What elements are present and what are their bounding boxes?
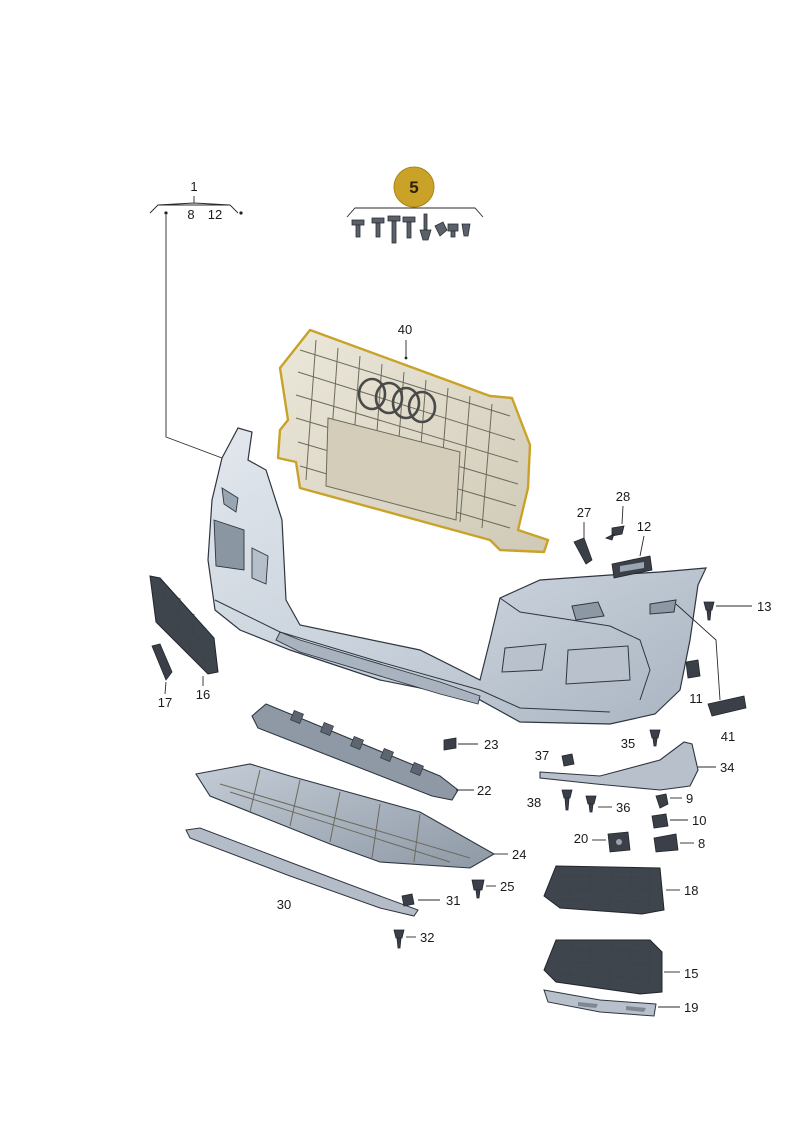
clip-37[interactable]: 37 xyxy=(535,748,575,767)
cover-cap-41[interactable]: 41 xyxy=(675,603,747,744)
label-27[interactable]: 27 xyxy=(577,505,591,520)
label-10[interactable]: 10 xyxy=(692,813,706,828)
clip-10[interactable]: 10 xyxy=(651,813,706,829)
label-38[interactable]: 38 xyxy=(527,795,541,810)
label-32[interactable]: 32 xyxy=(420,930,434,945)
screw-9[interactable]: 9 xyxy=(655,791,693,809)
screw-23[interactable]: 23 xyxy=(443,737,498,752)
mount-bracket-27[interactable]: 27 xyxy=(573,505,593,565)
label-28[interactable]: 28 xyxy=(616,489,630,504)
nut-icon xyxy=(447,223,459,238)
group-1-bracket: 1 8 12 xyxy=(149,179,243,459)
label-31[interactable]: 31 xyxy=(446,893,460,908)
screw-13[interactable]: 13 xyxy=(703,599,771,621)
clip-11[interactable]: 11 xyxy=(685,659,703,706)
screw-32[interactable]: 32 xyxy=(393,929,434,949)
label-8[interactable]: 8 xyxy=(187,207,194,222)
badge-number: 5 xyxy=(409,178,418,197)
label-11[interactable]: 11 xyxy=(689,691,703,706)
label-8b[interactable]: 8 xyxy=(698,836,705,851)
label-16[interactable]: 16 xyxy=(196,687,210,702)
label-20[interactable]: 20 xyxy=(574,831,588,846)
label-35[interactable]: 35 xyxy=(621,736,635,751)
label-23[interactable]: 23 xyxy=(484,737,498,752)
badge-circle[interactable] xyxy=(393,166,435,208)
label-12[interactable]: 12 xyxy=(637,519,651,534)
clip-icon xyxy=(434,221,448,237)
label-18[interactable]: 18 xyxy=(684,883,698,898)
screw-icon xyxy=(402,216,416,239)
trim-strip-34[interactable]: 34 xyxy=(539,741,734,791)
guide-rail-22[interactable]: 22 xyxy=(251,703,491,801)
screw-28[interactable]: 28 xyxy=(604,489,630,541)
stud-icon xyxy=(419,213,432,241)
label-13[interactable]: 13 xyxy=(757,599,771,614)
fog-grille-18[interactable]: 18 xyxy=(543,865,698,915)
label-41[interactable]: 41 xyxy=(721,729,735,744)
bracket-20[interactable]: 20 xyxy=(574,831,631,853)
clip-31[interactable]: 31 xyxy=(401,893,460,908)
screw-group-5: 5 xyxy=(346,166,484,244)
audi-rings-logo xyxy=(357,377,437,424)
label-40[interactable]: 40 xyxy=(398,322,412,337)
underbody-tray-24[interactable]: 24 xyxy=(195,763,526,869)
trim-19[interactable]: 19 xyxy=(543,989,698,1017)
clip-icon xyxy=(461,223,471,237)
front-bumper-cover[interactable] xyxy=(207,427,707,725)
trim-part-12[interactable]: 12 xyxy=(611,519,653,579)
spoiler-30[interactable]: 30 xyxy=(185,827,419,917)
cap-8[interactable]: 8 xyxy=(653,833,705,853)
screw-icon xyxy=(387,215,401,244)
bracket-17[interactable]: 17 xyxy=(151,643,173,710)
screw-icon xyxy=(351,219,365,238)
label-17[interactable]: 17 xyxy=(158,695,172,710)
label-37[interactable]: 37 xyxy=(535,748,549,763)
label-36[interactable]: 36 xyxy=(616,800,630,815)
screw-38[interactable]: 38 xyxy=(527,789,573,811)
label-9[interactable]: 9 xyxy=(686,791,693,806)
screw-36[interactable]: 36 xyxy=(585,795,630,815)
label-22[interactable]: 22 xyxy=(477,783,491,798)
label-19[interactable]: 19 xyxy=(684,1000,698,1015)
label-30[interactable]: 30 xyxy=(277,897,291,912)
label-15[interactable]: 15 xyxy=(684,966,698,981)
label-1[interactable]: 1 xyxy=(190,179,197,194)
label-25[interactable]: 25 xyxy=(500,879,514,894)
radiator-grille[interactable]: 40 xyxy=(276,322,550,554)
screw-25[interactable]: 25 xyxy=(471,879,514,899)
side-grille-16[interactable]: 16 xyxy=(149,575,219,702)
label-12-top[interactable]: 12 xyxy=(208,207,222,222)
label-24[interactable]: 24 xyxy=(512,847,526,862)
fog-grille-15[interactable]: 15 xyxy=(543,939,698,995)
label-34[interactable]: 34 xyxy=(720,760,734,775)
screw-35[interactable]: 35 xyxy=(621,729,661,751)
screw-icon xyxy=(371,217,385,238)
